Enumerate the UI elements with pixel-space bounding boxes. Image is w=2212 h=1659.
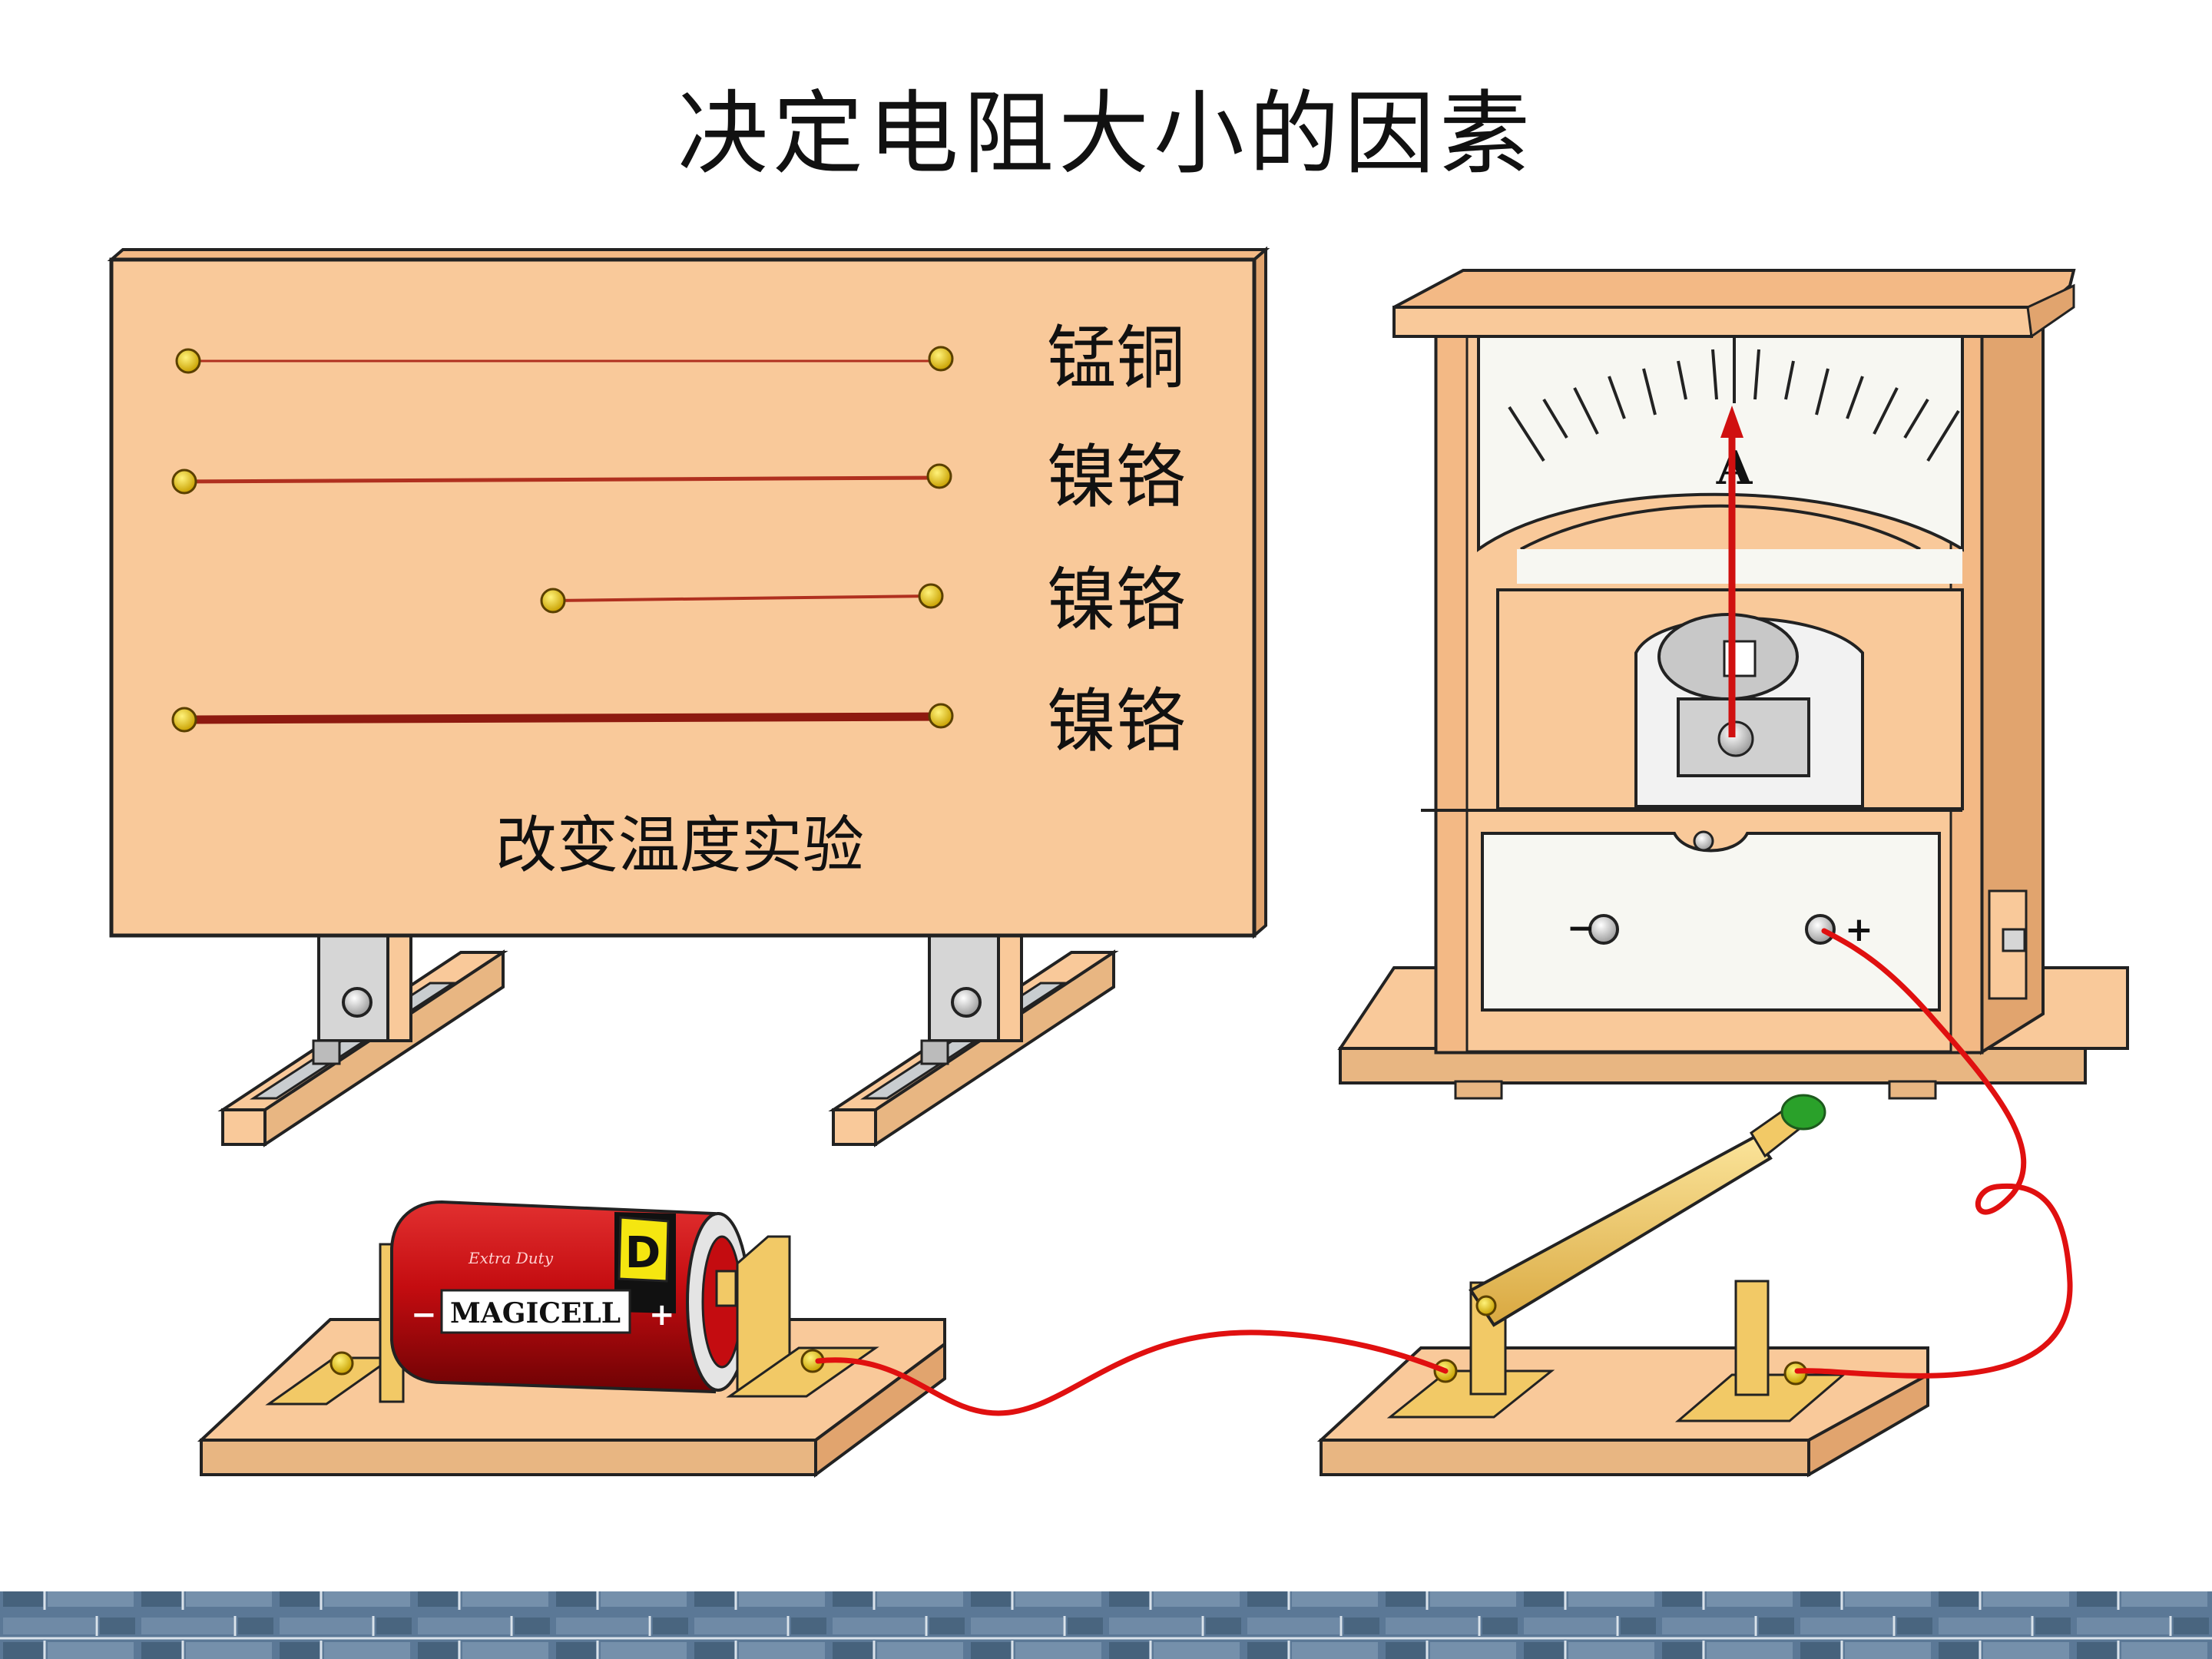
wire-label-1: 锰铜 xyxy=(1047,318,1185,399)
battery-plus: + xyxy=(649,1297,675,1333)
wire-row-3: 镍铬 xyxy=(540,560,1185,641)
board-caption: 改变温度实验 xyxy=(495,810,864,881)
battery-brand: MAGICELL xyxy=(450,1297,621,1330)
board-stand-left xyxy=(217,932,508,1147)
wire-label-4: 镍铬 xyxy=(1047,681,1185,762)
wire-row-2: 镍铬 xyxy=(171,437,1185,518)
wire-label-2: 镍铬 xyxy=(1047,437,1185,518)
wire-switch-to-ammeter xyxy=(1794,928,2073,1379)
terminal-negative xyxy=(1588,914,1619,945)
wire-row-1: 锰铜 xyxy=(175,318,1185,399)
board-stand-right xyxy=(828,932,1119,1147)
knife-switch-icon xyxy=(1316,1094,1929,1478)
connecting-wires xyxy=(815,928,2073,1416)
resistance-board: 锰铜 镍铬 镍铬 镍铬 改变温度实验 xyxy=(107,246,1270,1147)
battery-small-text: Extra Duty xyxy=(468,1249,554,1267)
ammeter-icon: A − + xyxy=(1337,269,2129,1100)
battery-size-mark: D xyxy=(625,1228,661,1278)
battery-icon: D Extra Duty MAGICELL − + xyxy=(197,1200,946,1478)
wire-battery-to-switch xyxy=(815,1330,1449,1416)
wire-row-4: 镍铬 xyxy=(171,681,1185,762)
terminal-negative-label: − xyxy=(1567,909,1595,948)
battery-minus: − xyxy=(411,1297,437,1333)
slide-title: 决定电阻大小的因素 xyxy=(677,81,1535,187)
footer-bar xyxy=(0,1591,2212,1659)
ammeter-scale-ticks xyxy=(1508,338,1960,462)
wire-label-3: 镍铬 xyxy=(1047,560,1185,641)
terminal-positive xyxy=(1805,914,1836,945)
